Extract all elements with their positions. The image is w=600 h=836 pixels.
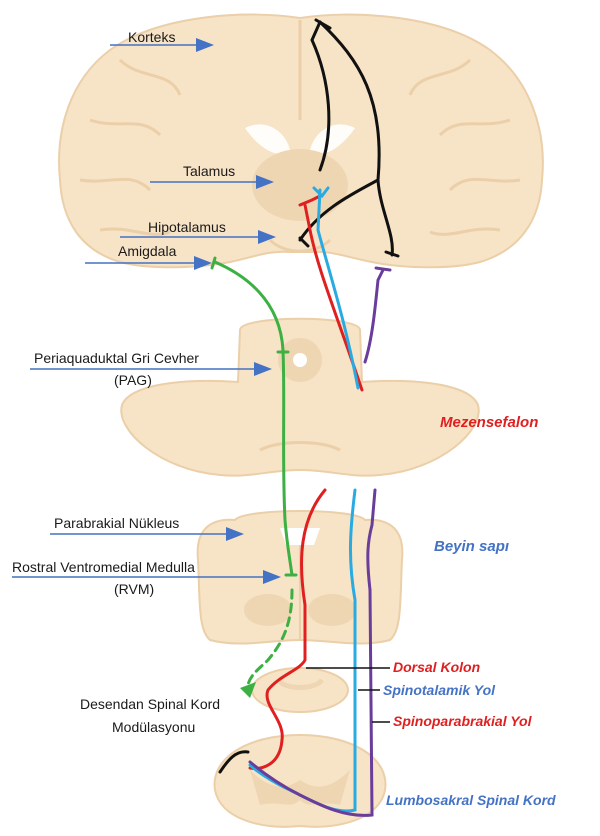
spinotalamik-label: Spinotalamik Yol (383, 682, 495, 698)
brain-coronal-section (59, 15, 543, 268)
spinoparabrakial-label: Spinoparabrakial Yol (393, 713, 532, 729)
mezensefalon-region-label: Mezensefalon (440, 414, 538, 431)
dorsal-kolon-label: Dorsal Kolon (393, 659, 480, 675)
midbrain-section (121, 319, 478, 476)
parabrakial-label: Parabrakial Nükleus (54, 515, 179, 531)
amigdala-label: Amigdala (118, 243, 176, 259)
rvm-label-line1: Rostral Ventromedial Medulla (12, 559, 195, 575)
beyin-sapi-region-label: Beyin sapı (434, 538, 509, 555)
pag-label-line1: Periaquaduktal Gri Cevher (34, 350, 199, 366)
lumbosacral-spinal-section (215, 735, 386, 827)
blue-spinothalamic-pathway (250, 188, 358, 811)
hipotalamus-label: Hipotalamus (148, 219, 226, 235)
pag-label-line2: (PAG) (114, 372, 152, 388)
lumbosakral-region-label: Lumbosakral Spinal Kord (386, 792, 556, 808)
talamus-label: Talamus (183, 163, 235, 179)
korteks-label: Korteks (128, 29, 175, 45)
desendan-label-line2: Modülasyonu (112, 719, 195, 735)
rvm-label-line2: (RVM) (114, 581, 154, 597)
desendan-label-line1: Desendan Spinal Kord (80, 696, 220, 712)
